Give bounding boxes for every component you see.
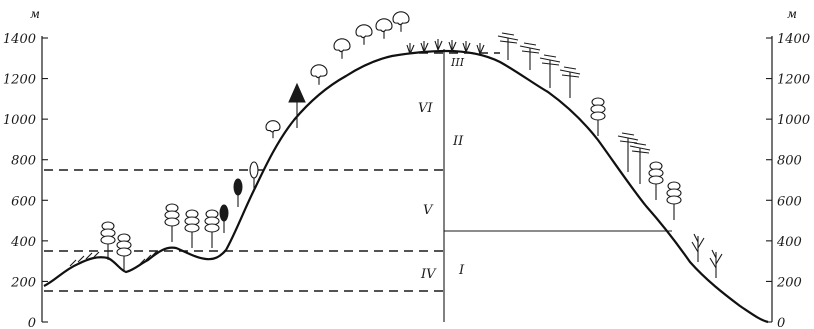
right-tick-label: 1400: [777, 32, 810, 47]
zone-label-i: I: [458, 263, 465, 278]
right-tick-label: 1000: [777, 113, 810, 128]
conifer-icon: [288, 82, 306, 128]
hill-hatching: [69, 250, 158, 267]
layered-tree-icon: [666, 181, 682, 220]
layered-tree-icon: [648, 161, 664, 200]
palm-icon: [559, 66, 581, 98]
right-altitude-axis: м 0 200 400 600 800 1000 1200 1400: [766, 7, 810, 329]
hatching-lines: [69, 250, 158, 267]
grass-tuft-icon: [420, 41, 429, 53]
zone-label-iii: III: [450, 56, 465, 69]
layered-tree-icon: [116, 233, 132, 272]
right-axis-ticks: 0 200 400 600 800 1000 1200 1400: [766, 32, 810, 329]
right-tick-label: 0: [777, 316, 785, 329]
broadleaf-tree-icon: [310, 64, 328, 85]
right-tick-label: 600: [777, 194, 802, 209]
palm-icon: [629, 142, 651, 184]
left-tick-label: 1200: [3, 73, 36, 88]
left-axis-ticks: 0 200 400 600 800 1000 1200 1400: [3, 32, 48, 329]
left-tick-label: 200: [10, 275, 36, 290]
layered-tree-icon: [100, 221, 116, 260]
left-tick-label: 1000: [3, 113, 36, 128]
left-axis-unit: м: [30, 7, 40, 21]
zone-label-ii: II: [452, 134, 464, 149]
left-tick-label: 0: [28, 316, 36, 329]
broadleaf-tree-icon: [355, 24, 373, 45]
layered-tree-icon: [184, 209, 200, 248]
zone-boundaries: [44, 49, 672, 322]
palm-icon: [617, 132, 639, 172]
left-tick-label: 400: [10, 235, 36, 250]
broadleaf-tree-icon: [265, 120, 281, 139]
left-tick-label: 1400: [3, 32, 36, 47]
grass-tuft-icon: [434, 39, 443, 51]
layered-tree-icon: [204, 209, 220, 248]
right-tick-label: 800: [777, 154, 802, 169]
right-tick-label: 1200: [777, 73, 810, 88]
zone-label-vi: VI: [418, 101, 433, 116]
right-axis-unit: м: [787, 7, 797, 21]
broadleaf-tree-icon: [375, 18, 393, 39]
grass-tuft-icon: [448, 40, 457, 52]
right-tick-label: 200: [776, 275, 802, 290]
vegetation-symbols: [100, 11, 723, 278]
shrub-icon: [709, 249, 723, 278]
oval-tree-icon: [249, 161, 259, 190]
layered-tree-icon: [164, 203, 180, 242]
mountain-profile-line: [43, 49, 769, 324]
zone-label-iv: IV: [420, 267, 437, 282]
palm-icon: [519, 42, 541, 70]
left-altitude-axis: м 0 200 400 600 800 1000 1200 1400: [3, 7, 48, 329]
palm-icon: [497, 32, 519, 60]
left-tick-label: 800: [11, 154, 36, 169]
oval-tree-icon: [233, 178, 243, 207]
broadleaf-tree-icon: [333, 38, 351, 59]
right-tick-label: 400: [776, 235, 802, 250]
grass-tuft-icon: [476, 43, 485, 55]
zone-label-v: V: [423, 203, 434, 218]
grass-tuft-icon: [462, 41, 471, 53]
zone-labels: IV V VI I II III: [418, 56, 465, 282]
layered-tree-icon: [590, 97, 606, 136]
grass-tuft-icon: [406, 43, 415, 55]
shrub-icon: [691, 233, 705, 262]
palm-icon: [539, 54, 561, 88]
left-tick-label: 600: [11, 194, 36, 209]
oval-tree-icon: [219, 204, 229, 233]
broadleaf-tree-icon: [392, 11, 410, 32]
